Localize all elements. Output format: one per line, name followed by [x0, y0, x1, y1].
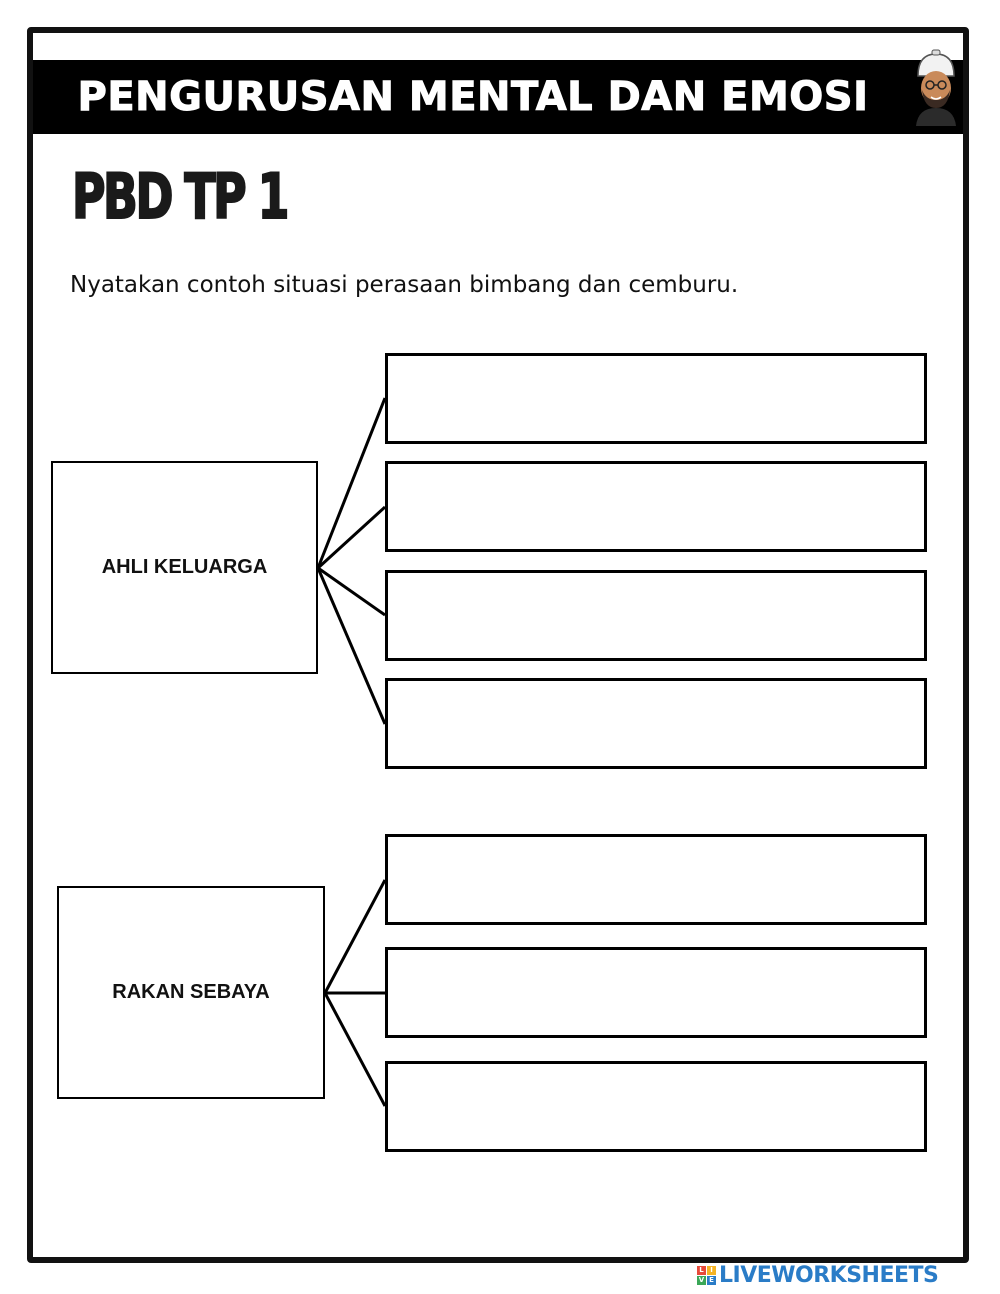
- answer-box[interactable]: [385, 353, 927, 444]
- instruction-text: Nyatakan contoh situasi perasaan bimbang…: [70, 272, 739, 298]
- logo-letter: I: [707, 1265, 716, 1275]
- header-bar: PENGURUSAN MENTAL DAN EMOSI: [33, 60, 963, 134]
- cartoon-man-avatar-icon: [916, 49, 956, 126]
- answer-box[interactable]: [385, 947, 927, 1038]
- worksheet-title: PENGURUSAN MENTAL DAN EMOSI: [77, 74, 869, 121]
- answer-box[interactable]: [385, 678, 927, 769]
- logo-letter: E: [707, 1275, 716, 1285]
- category-label: RAKAN SEBAYA: [112, 981, 270, 1003]
- sheet-code-heading: PBD TP 1: [71, 159, 290, 234]
- answer-box[interactable]: [385, 834, 927, 925]
- answer-box[interactable]: [385, 461, 927, 552]
- logo-letter: V: [697, 1275, 706, 1285]
- category-box-rakan-sebaya: RAKAN SEBAYA: [57, 886, 325, 1099]
- liveworksheets-text: LIVEWORKSHEETS: [719, 1262, 939, 1288]
- logo-letter: L: [697, 1265, 706, 1275]
- category-box-ahli-keluarga: AHLI KELUARGA: [51, 461, 318, 674]
- answer-box[interactable]: [385, 1061, 927, 1152]
- liveworksheets-icon: L I V E: [697, 1265, 716, 1285]
- liveworksheets-logo: L I V E LIVEWORKSHEETS: [697, 1262, 939, 1288]
- answer-box[interactable]: [385, 570, 927, 661]
- category-label: AHLI KELUARGA: [101, 556, 268, 578]
